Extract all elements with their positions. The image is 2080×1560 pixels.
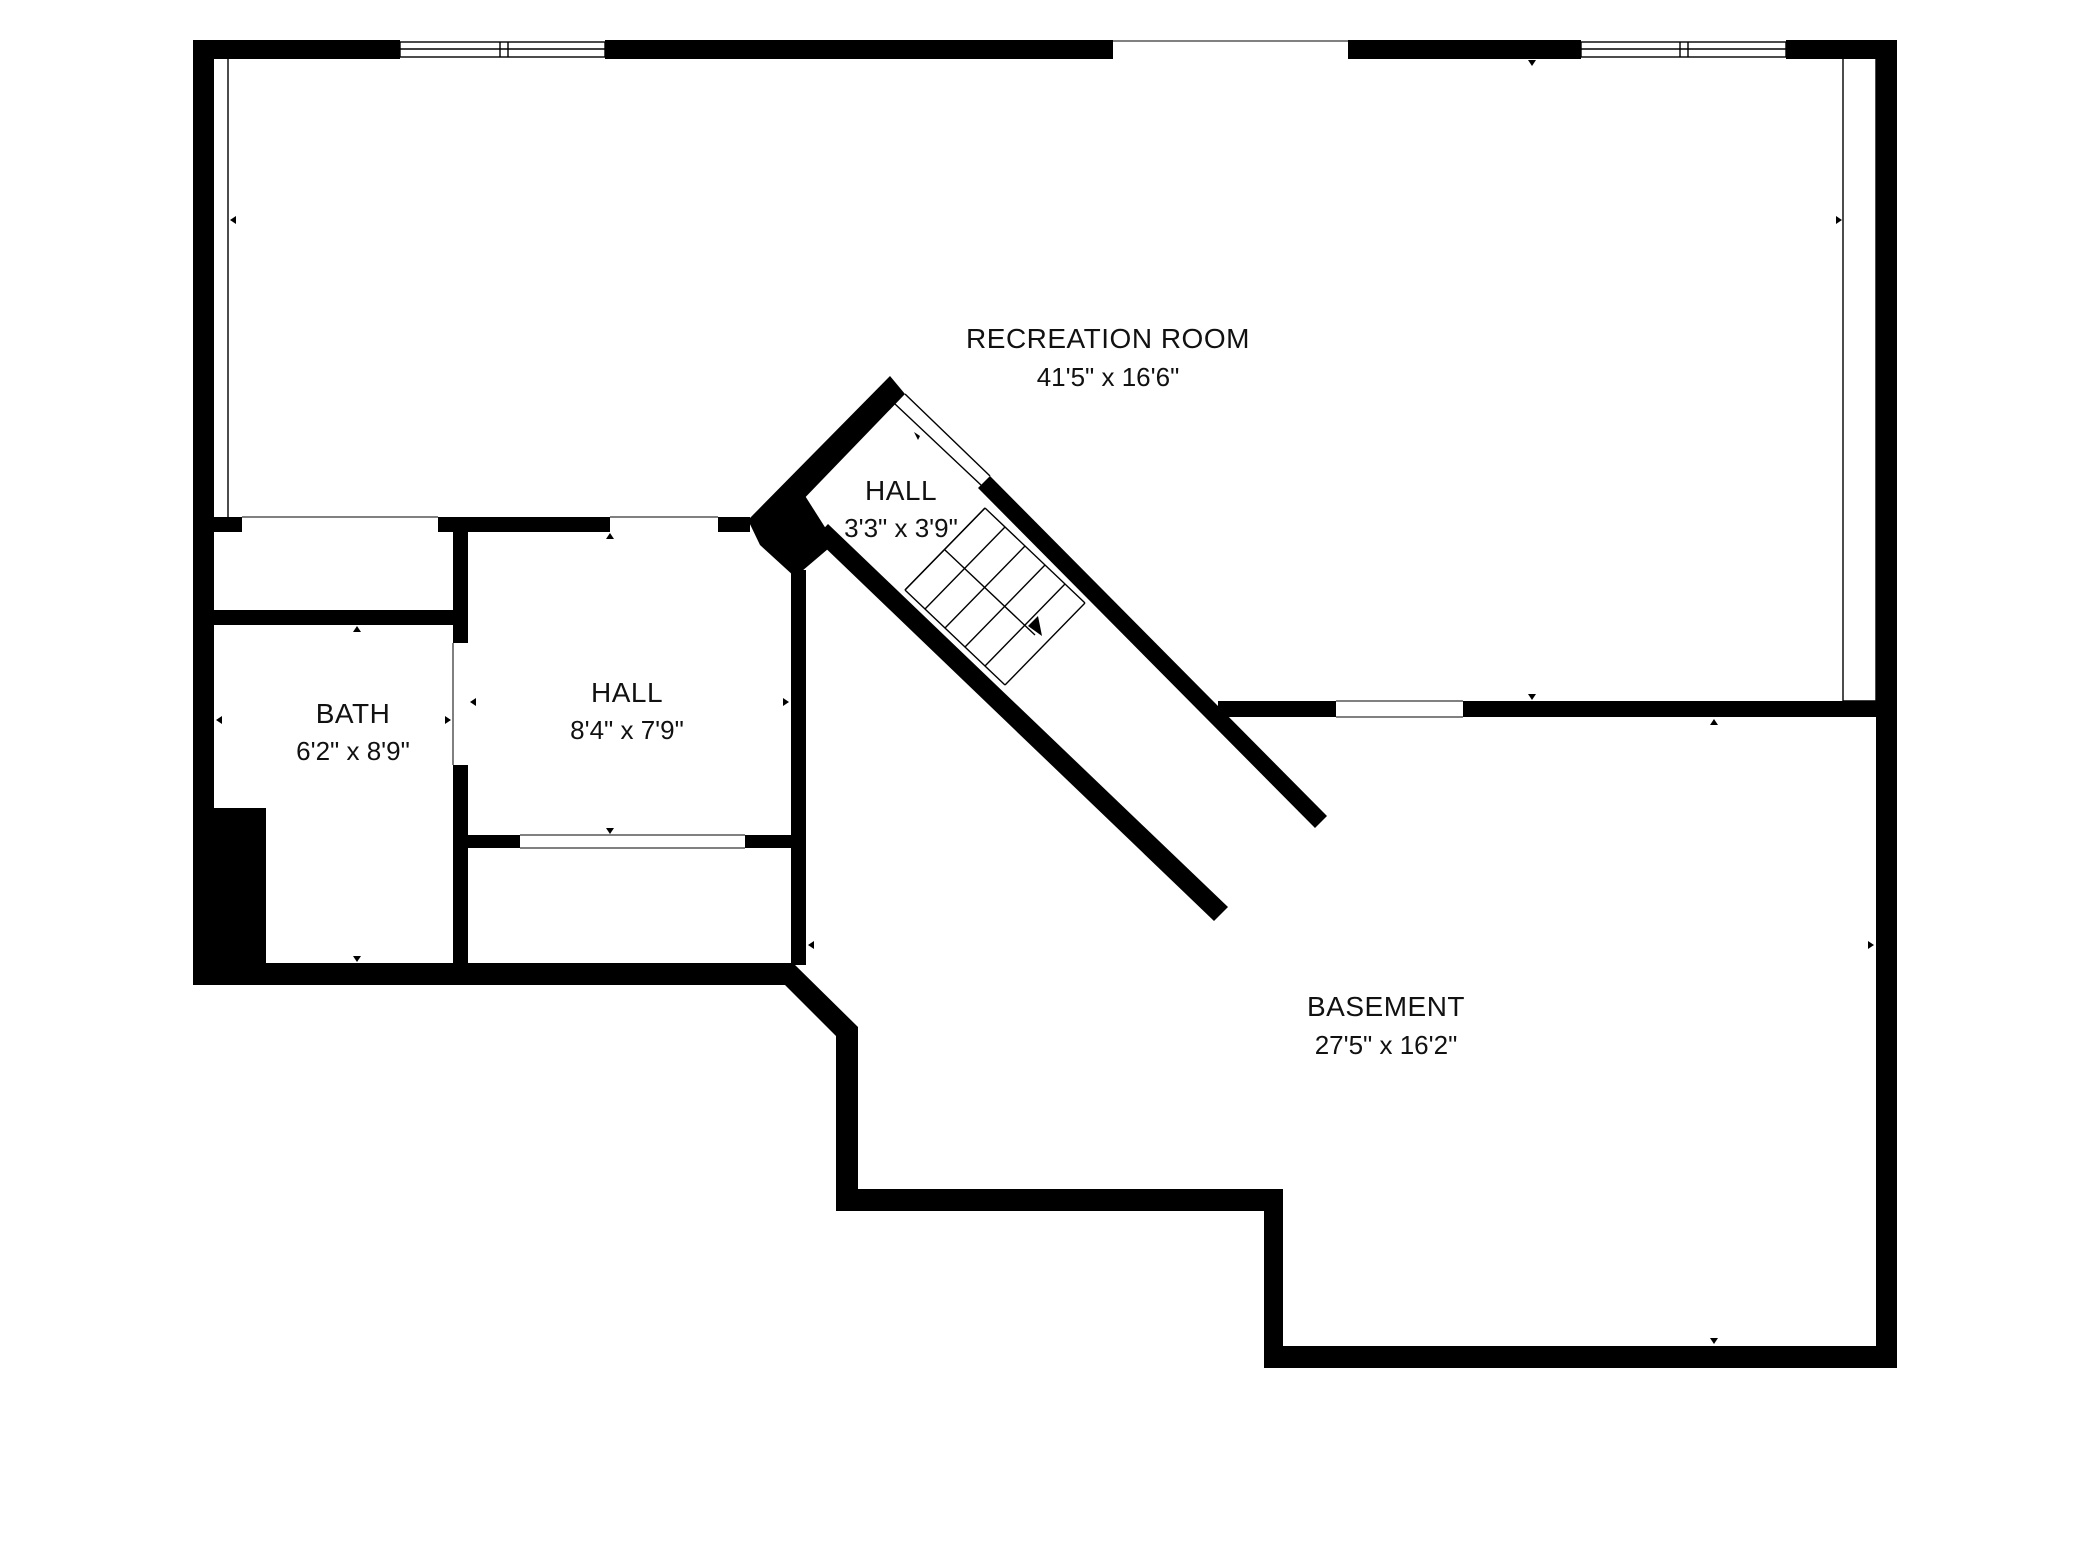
stair-wall-upper — [748, 376, 905, 520]
wall-rec-south-1 — [214, 517, 242, 532]
wall-rec-basement-2 — [1463, 701, 1897, 717]
room-hall-stair: HALL 3'3" x 3'9" — [844, 475, 958, 543]
stair-arrow-icon — [1028, 616, 1042, 636]
wall-bath-hall-1 — [453, 528, 468, 643]
stair-treads — [904, 507, 1086, 686]
room-dimensions: 41'5" x 16'6" — [1037, 362, 1180, 392]
wall-rec-south-2 — [438, 517, 610, 532]
room-dimensions: 27'5" x 16'2" — [1315, 1030, 1458, 1060]
wall-top-2 — [605, 40, 1113, 59]
room-name: HALL — [591, 677, 663, 708]
room-recreation-room: RECREATION ROOM 41'5" x 16'6" — [966, 323, 1250, 392]
room-name: BASEMENT — [1307, 991, 1465, 1022]
wall-top-3 — [1348, 40, 1581, 59]
wall-basement-step — [780, 963, 1897, 1368]
room-dimensions: 6'2" x 8'9" — [296, 736, 410, 766]
wall-left — [193, 40, 214, 985]
room-bath: BATH 6'2" x 8'9" — [296, 698, 410, 766]
stair-wall-right — [978, 476, 1327, 828]
wall-closet-bath — [214, 610, 454, 625]
thin-lines — [227, 40, 1877, 849]
wall-bath-hall-2 — [453, 765, 468, 965]
bath-block — [193, 808, 266, 985]
wall-rec-basement-1 — [1218, 701, 1336, 717]
wall-rec-south-3 — [718, 517, 750, 532]
wall-bottom-west — [193, 963, 793, 985]
room-dimensions: 8'4" x 7'9" — [570, 715, 684, 745]
room-hall-main: HALL 8'4" x 7'9" — [570, 677, 684, 745]
wall-hall-south-2 — [745, 835, 793, 848]
room-name: HALL — [865, 475, 937, 506]
dimension-markers — [216, 60, 1874, 1344]
room-dimensions: 3'3" x 3'9" — [844, 513, 958, 543]
room-name: RECREATION ROOM — [966, 323, 1250, 354]
room-basement: BASEMENT 27'5" x 16'2" — [1307, 991, 1465, 1060]
window-top-left — [399, 41, 606, 58]
stair-wall-left — [815, 524, 1228, 921]
room-name: BATH — [316, 698, 391, 729]
walls — [193, 40, 1897, 1368]
wall-top-4 — [1786, 40, 1897, 59]
wall-hall-south-1 — [468, 835, 520, 848]
wall-hall-east — [791, 570, 806, 965]
window-top-right — [1580, 41, 1787, 58]
wall-top-1 — [193, 40, 400, 59]
